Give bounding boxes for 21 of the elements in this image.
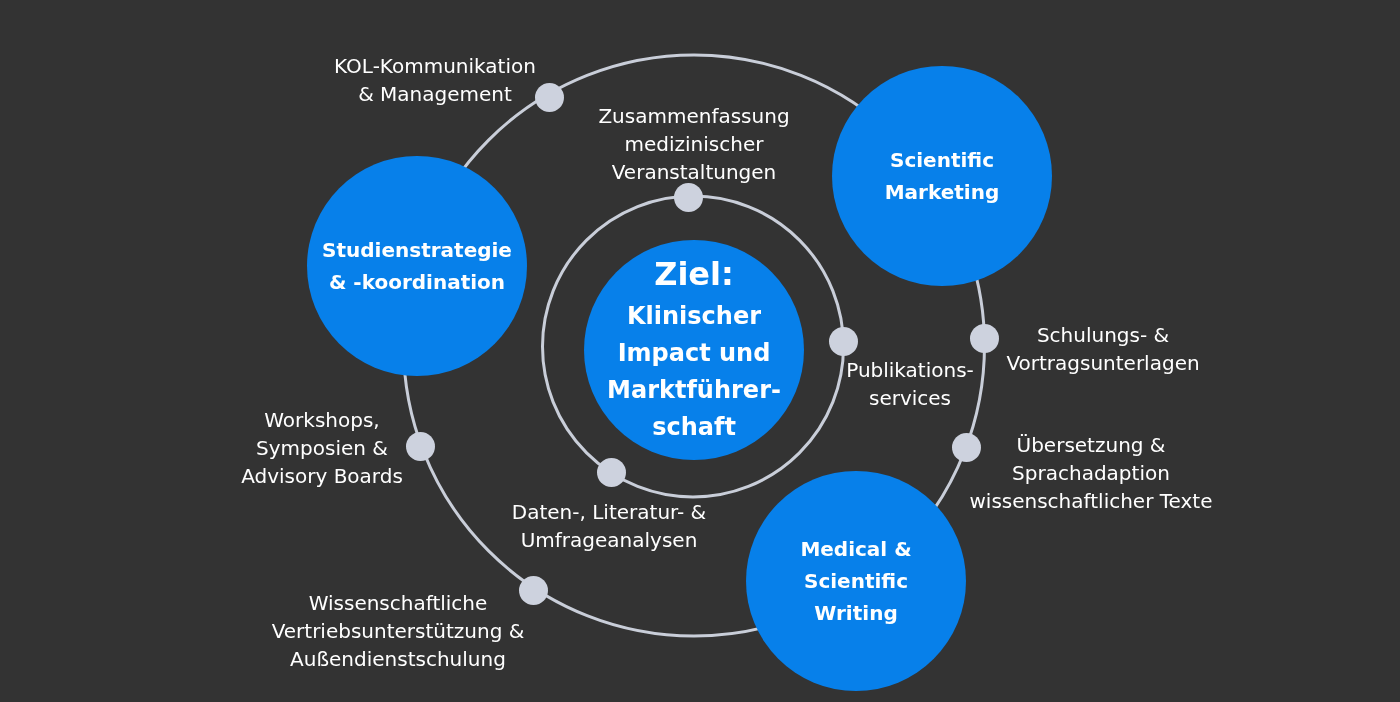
dot-icon [596, 457, 626, 487]
item-label: KOL-Kommunikation & Management [334, 54, 536, 106]
dot-icon [405, 431, 435, 461]
dot-icon [518, 575, 548, 605]
item-label: Übersetzung & Sprachadaption wissenschaftlicher Texte [969, 433, 1213, 513]
item-label: Daten-, Literatur- & Umfrageanalysen [511, 500, 707, 552]
item-label: Wissenschaftliche Vertriebsunterstützung & Außendienstschulung [271, 591, 525, 671]
dot-icon [534, 82, 564, 112]
topic-title: Medical & Scientific Writing [800, 537, 912, 625]
item-label: Publikations-services [846, 358, 974, 410]
goal-heading: Ziel: [654, 255, 734, 293]
item-label: Workshops, Symposien & Advisory Boards [241, 408, 403, 488]
dot-icon [828, 326, 858, 356]
item-label: Zusammenfassung medizinischer Veranstaltungen [598, 104, 790, 184]
topic-title: Scientific Marketing [884, 148, 1000, 204]
dot-icon [969, 323, 999, 353]
dot-icon [951, 432, 981, 462]
topic-title: Studienstrategie & -koordination [322, 238, 512, 294]
item-label: Schulungs- & Vortragsunterlagen [1006, 323, 1200, 375]
dot-icon [673, 182, 703, 212]
goal-text: Klinischer Impact und Marktführer-schaft [607, 302, 781, 441]
